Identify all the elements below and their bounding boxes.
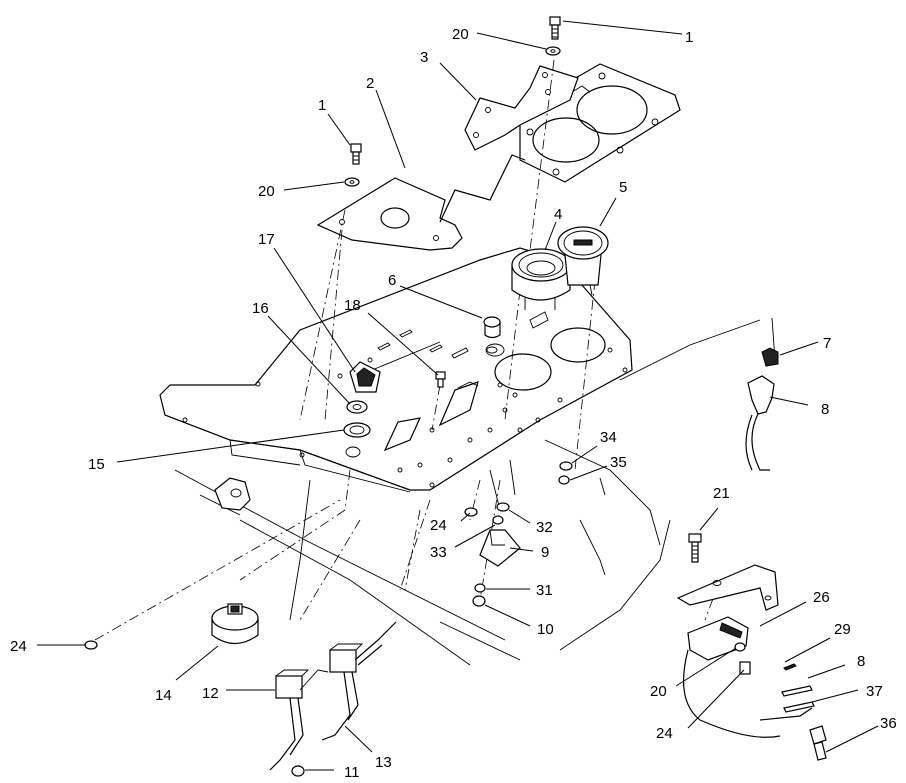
connector-part-8 <box>745 375 775 471</box>
washer-part-33 <box>492 515 504 525</box>
screw-part-36 <box>809 725 827 761</box>
screw-1-top <box>549 16 561 40</box>
assembly-center-lines <box>94 59 721 641</box>
callout-35: 35 <box>610 454 627 471</box>
callout-3: 3 <box>420 49 428 66</box>
console-panel <box>159 247 633 493</box>
spacer-part-24-right <box>739 661 751 675</box>
bracket-part-bottom-right <box>676 564 779 611</box>
callout-1-top: 1 <box>685 29 693 46</box>
nut-part-32 <box>496 502 510 512</box>
washer-part-34 <box>559 461 573 471</box>
relay-part-26 <box>682 616 781 738</box>
nut-part-11 <box>291 765 305 777</box>
callout-5: 5 <box>619 179 627 196</box>
callout-34: 34 <box>600 429 617 446</box>
callout-18: 18 <box>344 297 361 314</box>
callout-24-left: 24 <box>10 638 27 655</box>
callout-2: 2 <box>366 75 374 92</box>
callout-4: 4 <box>554 206 562 223</box>
callout-20-top: 20 <box>452 26 469 43</box>
bolt-part-21 <box>688 533 702 563</box>
nut-part-35 <box>558 475 570 485</box>
gauge-part-4 <box>511 248 571 310</box>
support-plate-part-2 <box>316 154 526 251</box>
washer-part-20-right <box>734 642 746 652</box>
callout-31: 31 <box>536 582 553 599</box>
callout-15: 15 <box>88 456 105 473</box>
washer-part-31 <box>474 583 486 593</box>
callout-24-right: 24 <box>656 725 673 742</box>
callout-14: 14 <box>155 687 172 704</box>
leader-lines <box>37 20 879 771</box>
callout-20-left: 20 <box>258 183 275 200</box>
switch-part-12 <box>269 669 329 771</box>
callout-21: 21 <box>713 485 730 502</box>
callout-26: 26 <box>813 589 830 606</box>
callout-6: 6 <box>388 272 396 289</box>
frame-lines <box>174 317 776 666</box>
callout-16: 16 <box>252 300 269 317</box>
callout-8-right: 8 <box>821 401 829 418</box>
washer-20-top <box>545 46 561 56</box>
cap-part-17 <box>349 361 381 393</box>
screw-part-18 <box>435 371 446 388</box>
washer-part-15 <box>343 422 371 438</box>
callout-11: 11 <box>344 764 360 781</box>
fuse-part-7 <box>761 347 779 367</box>
nut-part-24-left <box>84 640 98 650</box>
callout-7: 7 <box>823 335 831 352</box>
callout-32: 32 <box>536 519 553 536</box>
nut-part-24-center <box>464 507 478 517</box>
nut-part-16 <box>346 400 368 414</box>
knob-part-6 <box>483 316 501 354</box>
switch-part-13 <box>321 621 397 741</box>
callout-24-center: 24 <box>430 517 447 534</box>
callout-17: 17 <box>258 231 275 248</box>
callout-33: 33 <box>430 544 447 561</box>
callout-37: 37 <box>866 683 883 700</box>
callout-12: 12 <box>202 685 219 702</box>
callout-29: 29 <box>834 621 851 638</box>
terminal-part-37 <box>759 685 815 721</box>
bracket-part-3 <box>464 65 579 151</box>
ignition-switch-part-14 <box>211 603 259 645</box>
terminal-part-29 <box>783 663 797 671</box>
callout-36: 36 <box>880 715 897 732</box>
callout-10: 10 <box>537 621 554 638</box>
callout-1-left: 1 <box>318 97 326 114</box>
washer-20-left <box>344 177 360 187</box>
callout-9: 9 <box>541 544 549 561</box>
callout-13: 13 <box>375 754 392 771</box>
callout-20-right: 20 <box>650 683 667 700</box>
gauge-part-5 <box>557 226 609 296</box>
callout-labels: 1 20 3 2 1 20 4 5 17 6 18 16 7 8 15 34 3… <box>10 26 897 781</box>
callout-8-lower: 8 <box>857 653 865 670</box>
bracket-part-9 <box>479 529 521 567</box>
screw-1-left <box>350 143 362 165</box>
nut-part-10 <box>472 595 486 607</box>
